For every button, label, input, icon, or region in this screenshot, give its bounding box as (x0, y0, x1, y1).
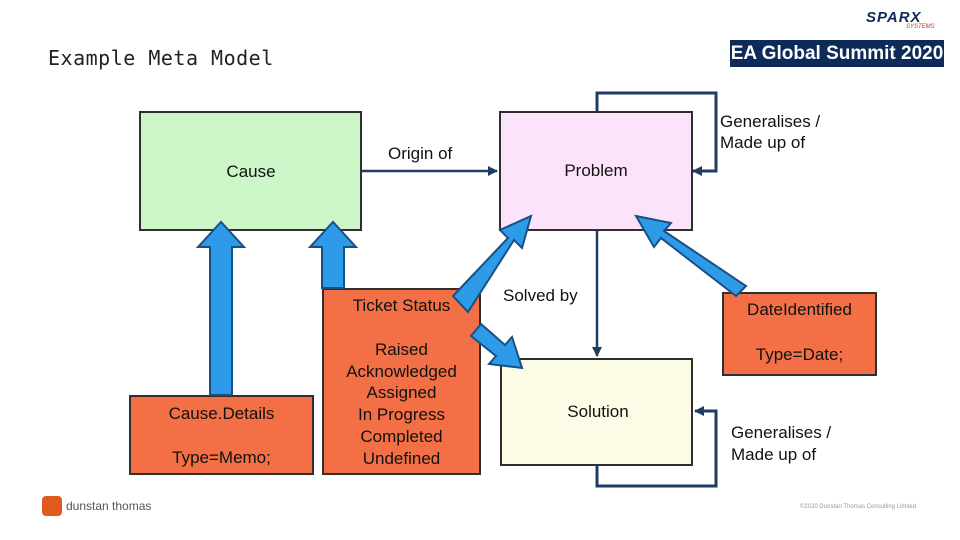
date-identified-type: Type=Date; (755, 345, 844, 364)
ticket-status-values: Raised Acknowledged Assigned In Progress… (322, 339, 481, 469)
date-identified-attribute-box (722, 292, 877, 376)
solution-self-loop-connector (595, 406, 718, 488)
ticket-status-to-solution-arrow (469, 322, 524, 370)
ticket-status-enum-box (322, 288, 481, 475)
origin-of-label: Origin of (388, 144, 453, 163)
cause-details-up-arrow (195, 220, 247, 396)
generalises-top-label: Generalises / Made up of (720, 112, 821, 152)
cause-details-attribute-box (129, 395, 314, 475)
ticket-status-to-problem-arrow (451, 214, 533, 314)
generalises-bottom-label: Generalises / Made up of (731, 423, 832, 464)
ticket-status-value: In Progress (358, 405, 445, 425)
cause-class-box (139, 111, 362, 231)
company-name: dunstan thomas (66, 499, 152, 513)
solution-label: Solution (567, 402, 629, 421)
problem-self-loop-connector (595, 91, 718, 176)
dunstan-thomas-logo-icon (42, 496, 62, 516)
solution-class-box (500, 358, 693, 466)
problem-label: Problem (564, 161, 628, 180)
sparx-logo-subtitle: SYSTEMS (906, 24, 935, 30)
ticket-status-value: Completed (360, 426, 443, 446)
sparx-logo: SPARX (866, 9, 922, 26)
cause-details-type: Type=Memo; (172, 448, 271, 467)
date-identified-name: DateIdentified (747, 300, 852, 319)
solved-by-label: Solved by (503, 286, 578, 305)
ticket-status-value: Acknowledged (346, 361, 457, 381)
ticket-status-value: Undefined (362, 448, 441, 468)
ticket-status-value: Raised (375, 340, 428, 359)
ticket-status-name: Ticket Status (352, 296, 451, 315)
date-identified-to-problem-arrow (634, 214, 748, 298)
slide-title: Example Meta Model (48, 46, 274, 70)
ticket-status-to-cause-arrow (307, 220, 359, 289)
ticket-status-value: Assigned (366, 383, 437, 403)
cause-label: Cause (226, 162, 276, 181)
event-banner: EA Global Summit 2020 (730, 40, 944, 67)
cause-details-name: Cause.Details (168, 404, 275, 423)
copyright-notice: ©2020 Dunstan Thomas Consulting Limited (800, 504, 917, 510)
